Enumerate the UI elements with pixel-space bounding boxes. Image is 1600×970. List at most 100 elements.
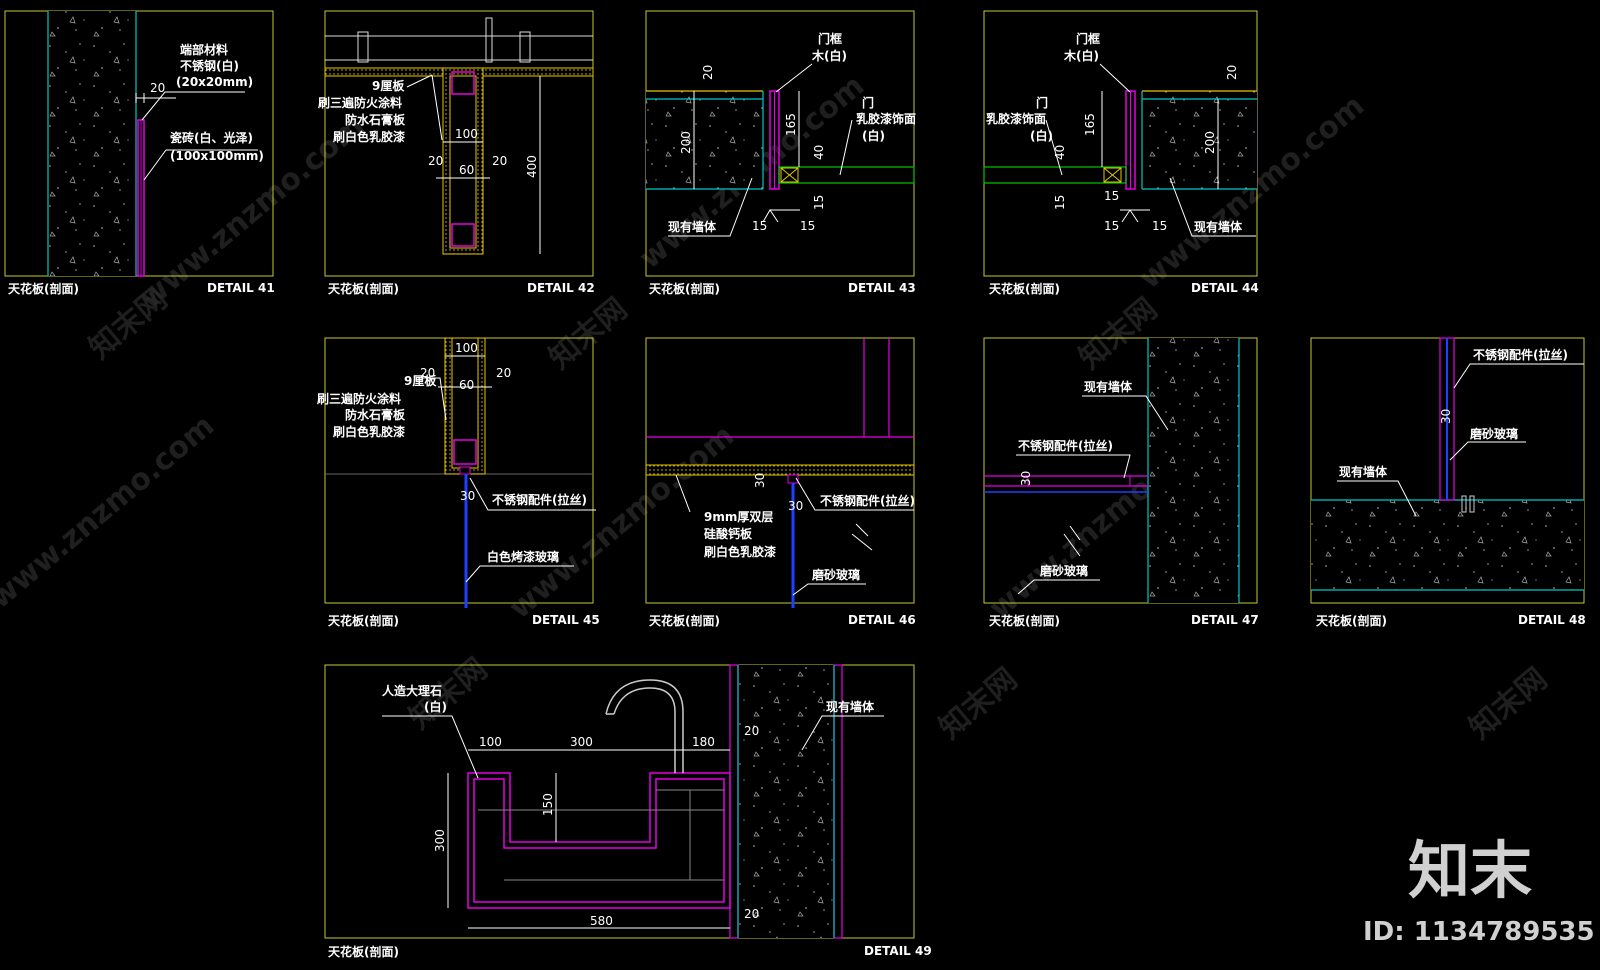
note-text: (100x100mm) [170,149,264,163]
panel-title: 天花板(剖面) [328,944,399,959]
note-text: 乳胶漆饰面 [856,111,916,126]
dim-text: 165 [1083,113,1097,136]
detail-label: DETAIL 41 [207,281,275,295]
note-text: 门框 [818,31,842,46]
note-text: 不锈钢配件(拉丝) [492,492,587,507]
note-text: 白色烤漆玻璃 [487,549,559,564]
dim-text: 200 [1203,131,1217,154]
ceiling-board [645,464,915,476]
dim-text: 20 [701,65,715,80]
dim-text: 20 [496,366,511,380]
leader-line [1449,441,1526,461]
note-text: 门框 [1076,31,1100,46]
detail-frame [324,10,594,277]
leader-line [1045,119,1063,176]
detail-label: DETAIL 44 [1191,281,1259,295]
watermark-text: 知末网 [1463,661,1554,746]
detail-label: DETAIL 48 [1518,613,1586,627]
glass-mark [1063,533,1081,557]
door-leaf [983,166,1127,184]
hanger [519,31,531,63]
wall-hatch [48,11,136,276]
note-text: 刷三遍防火涂料 [318,95,402,110]
note-text: 瓷砖(白、光泽) [170,130,253,145]
dim-text: 30 [1019,471,1033,486]
detail-41: 20 端部材料 不锈钢(白) (20x20mm) 瓷砖(白、光泽) (100x1… [4,10,275,296]
note-text: 刷白色乳胶漆 [333,129,405,144]
note-text: 9mm厚双层 [704,510,773,524]
detail-label: DETAIL 49 [864,944,932,958]
panel-title: 天花板(剖面) [328,281,399,296]
faucet [613,687,676,773]
glass-mark [855,523,869,537]
dim-text: 30 [788,499,803,513]
wall-hatch [1311,500,1584,590]
detail-label: DETAIL 46 [848,613,916,627]
dim-text: 60 [459,378,474,392]
leader-line [143,149,258,181]
leader-line [1121,209,1139,223]
door-block [1103,167,1122,183]
basin-counter [467,772,731,909]
leader-line [465,565,574,583]
detail-frame [983,337,1258,604]
dim-text: 20 [744,724,759,738]
timber-block [453,439,477,465]
leader-line [801,715,884,751]
dim-text: 165 [784,113,798,136]
leader-line [762,209,779,223]
dim-text: 100 [455,127,478,141]
panel-title: 天花板(剖面) [1316,613,1387,628]
door-block [780,167,799,183]
note-text: 磨砂玻璃 [811,567,860,582]
dim-text: 20 [744,907,759,921]
note-text: 刷三遍防火涂料 [317,391,401,406]
dim-text: 400 [525,155,539,178]
note-text: 不锈钢配件(拉丝) [1473,347,1568,362]
note-text: 9厘板 [404,373,437,388]
dim-text: 15 [812,195,826,210]
dim-text: 20 [150,81,165,95]
door-block [780,167,799,183]
dim-text: 20 [428,154,443,168]
dim-text: 15 [1104,189,1119,203]
detail-46: 30 30 9mm厚双层 硅酸钙板 刷白色乳胶漆 不锈钢配件(拉丝) 磨砂玻璃 … [645,337,916,628]
brand-watermark: 知末 ID: 1134789535 [1363,834,1595,947]
timber-block [451,71,475,95]
detail-48: 30 不锈钢配件(拉丝) 磨砂玻璃 现有墙体 天花板(剖面) DETAIL 48 [1310,337,1586,628]
note-text: 现有墙体 [668,219,717,234]
leader-line [431,74,443,141]
leader-line [1453,363,1584,389]
detail-49: 100 300 180 20 150 300 580 20 人造大理石 (白) … [324,664,932,959]
leader-line [469,477,596,511]
leader-line [775,63,813,93]
note-text: 磨砂玻璃 [1039,563,1088,578]
panel-title: 天花板(剖面) [8,281,79,296]
wall-hatch [1148,338,1239,603]
dim-text: 180 [692,735,715,749]
leader-line [839,119,853,176]
steel-channel [459,466,471,475]
leader-line [795,477,914,511]
brand-logo: 知末 [1408,834,1532,907]
leader-line [792,583,866,596]
dim-text: 60 [459,163,474,177]
anchor-bolt [1469,495,1475,513]
door-block [1103,167,1122,183]
wall-hatch [738,665,834,938]
dim-text: 15 [800,219,815,233]
note-text: 现有墙体 [826,699,875,714]
wall-finish [729,664,739,939]
detail-label: DETAIL 47 [1191,613,1259,627]
note-text: (白) [1030,128,1053,143]
dim-text: 15 [752,219,767,233]
leader-line [418,377,447,421]
dim-text: 15 [1152,219,1167,233]
note-text: 不锈钢(白) [180,58,239,73]
note-text: 刷白色乳胶漆 [333,424,405,439]
note-text: 不锈钢配件(拉丝) [820,493,915,508]
detail-label: DETAIL 42 [527,281,595,295]
detail-42: 100 20 60 20 400 9厘板 刷三遍防火涂料 防水石膏板 刷白色乳胶… [318,10,595,296]
hanger [357,31,369,63]
